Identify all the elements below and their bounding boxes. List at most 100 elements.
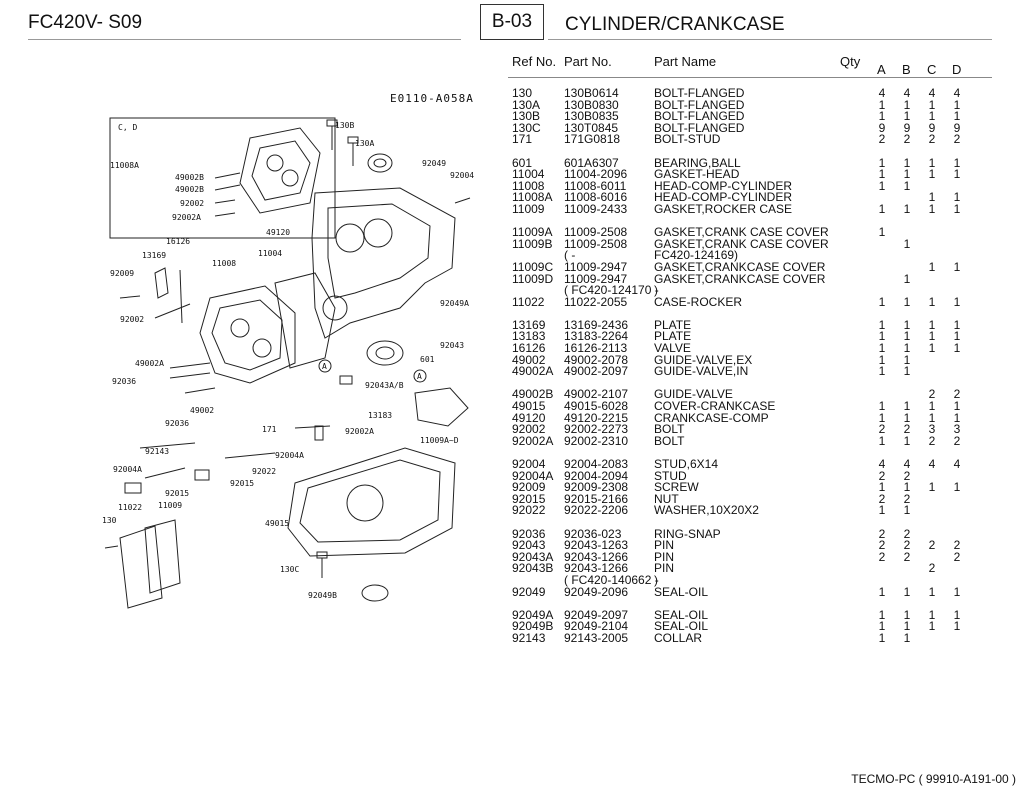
part-name: BOLT-STUD [654,132,721,147]
header-ref-no: Ref No. [512,54,557,69]
ref-no: 49120 [512,410,546,425]
svg-text:601: 601 [420,355,435,364]
svg-text:13169: 13169 [142,251,166,260]
ref-no: 171 [512,132,533,147]
part-no: 130T0845 [564,120,619,135]
qty-c: 2 [928,561,936,576]
ref-no: 11009C [512,259,554,274]
qty-c: 1 [928,259,936,274]
ref-no: 13183 [512,329,546,344]
qty-c: 1 [928,97,936,112]
part-name: RING-SNAP [654,526,721,541]
part-no: 92036-023 [564,526,622,541]
ref-no: 92049B [512,619,554,634]
part-name: GASKET,CRANKCASE COVER [654,271,826,286]
qty-a: 1 [878,317,886,332]
qty-a: 1 [878,155,886,170]
ref-no: 49002A [512,364,554,379]
svg-text:C, D: C, D [118,123,137,132]
qty-c: 1 [928,619,936,634]
qty-a: 2 [878,132,886,147]
part-name: SEAL-OIL [654,619,709,634]
ref-no: 92036 [512,526,546,541]
svg-text:92049B: 92049B [308,591,337,600]
qty-d: 1 [953,317,961,332]
part-name: CASE-ROCKER [654,294,743,309]
part-name: PIN [654,549,675,564]
qty-b: 1 [903,329,911,344]
section-title: CYLINDER/CRANKCASE [565,14,785,35]
ref-no: 92004A [512,468,554,483]
part-no: 11009-2947 [564,259,628,274]
part-name: PLATE [654,317,692,332]
qty-a: 1 [878,630,886,645]
svg-text:130A: 130A [355,139,374,148]
part-name: BOLT-FLANGED [654,97,745,112]
ref-no: 92049 [512,584,546,599]
ref-no: 92009 [512,480,546,495]
qty-d: 2 [953,538,961,553]
qty-b: 1 [903,294,911,309]
qty-c: 3 [928,422,936,437]
qty-a: 2 [878,526,886,541]
svg-text:92002A: 92002A [345,427,374,436]
qty-c: 1 [928,399,936,414]
part-name: SEAL-OIL [654,584,709,599]
part-no: 92009-2308 [564,480,629,495]
qty-d: 1 [953,97,961,112]
part-name: ) [654,283,658,298]
section-code-box: B-03 [480,4,544,40]
ref-no: 11009D [512,271,554,286]
svg-text:11022: 11022 [118,503,142,512]
qty-a: 1 [878,201,886,216]
qty-a: 1 [878,329,886,344]
qty-d: 1 [953,584,961,599]
svg-text:130C: 130C [280,565,299,574]
part-no: 11009-2508 [564,236,628,251]
svg-text:92002A: 92002A [172,213,201,222]
qty-c: 1 [928,155,936,170]
ref-no: 92143 [512,630,546,645]
part-name: GASKET,ROCKER CASE [654,201,793,216]
part-no: 92143-2005 [564,630,629,645]
ref-no: 11008 [512,178,545,193]
qty-a: 1 [878,178,886,193]
qty-c: 1 [928,109,936,124]
qty-d: 4 [953,457,961,471]
part-name: BOLT-FLANGED [654,109,745,124]
part-no: 92049-2097 [564,607,629,622]
part-no: 11004-2096 [564,167,628,182]
part-no: 92002-2310 [564,433,629,448]
part-name: GASKET,CRANK CASE COVER [654,236,829,251]
qty-b: 1 [903,410,911,425]
qty-d: 1 [953,155,961,170]
qty-a: 1 [878,410,886,425]
part-no: 16126-2113 [564,341,628,356]
part-name: GASKET,CRANKCASE COVER [654,259,826,274]
ref-no: 130C [512,120,541,135]
svg-text:11009: 11009 [158,501,182,510]
part-name: BOLT [654,433,685,448]
qty-d: 1 [953,480,961,495]
part-name: PIN [654,538,675,553]
qty-a: 2 [878,538,886,553]
ref-no: 11009 [512,201,545,216]
svg-text:92022: 92022 [252,467,276,476]
qty-c: 2 [928,132,936,147]
part-no: 130B0835 [564,109,619,124]
svg-text:92036: 92036 [165,419,189,428]
